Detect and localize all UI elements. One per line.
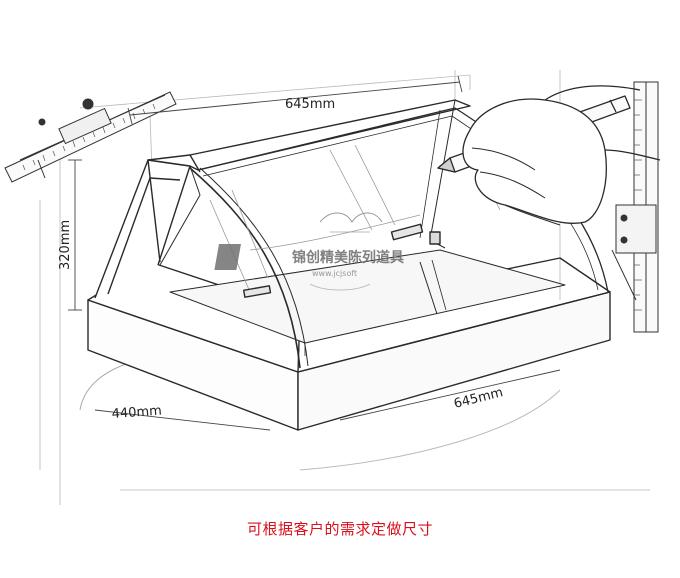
dim-line-top bbox=[129, 81, 461, 116]
front-glass-door bbox=[189, 167, 301, 369]
watermark: 锦创精美陈列道具 www.jcjsoft bbox=[214, 212, 404, 291]
hand bbox=[462, 98, 607, 224]
watermark-ornament bbox=[319, 212, 383, 223]
dim-line-front bbox=[339, 369, 561, 421]
watermark-brand: 锦创精美陈列道具 bbox=[292, 249, 404, 266]
hinge bbox=[390, 223, 424, 241]
watermark-site: www.jcjsoft bbox=[312, 269, 357, 278]
watermark-logo-mark bbox=[214, 244, 241, 270]
caption-custom-size: 可根据客户的需求定做尺寸 bbox=[246, 520, 433, 538]
hand-with-pencil bbox=[437, 85, 661, 226]
dim-label-height: 320mm bbox=[58, 220, 73, 270]
dimension-lines bbox=[68, 75, 561, 431]
tray-floor bbox=[169, 249, 566, 344]
dim-label-front-width: 645mm bbox=[452, 385, 504, 412]
dim-label-depth: 440mm bbox=[111, 404, 162, 422]
dim-label-top-width: 645mm bbox=[285, 97, 335, 112]
dim-line-depth bbox=[94, 409, 271, 431]
back-frame bbox=[429, 99, 456, 249]
display-case bbox=[87, 99, 611, 431]
floor-arc-right bbox=[299, 389, 561, 471]
right-ruler bbox=[611, 81, 659, 333]
